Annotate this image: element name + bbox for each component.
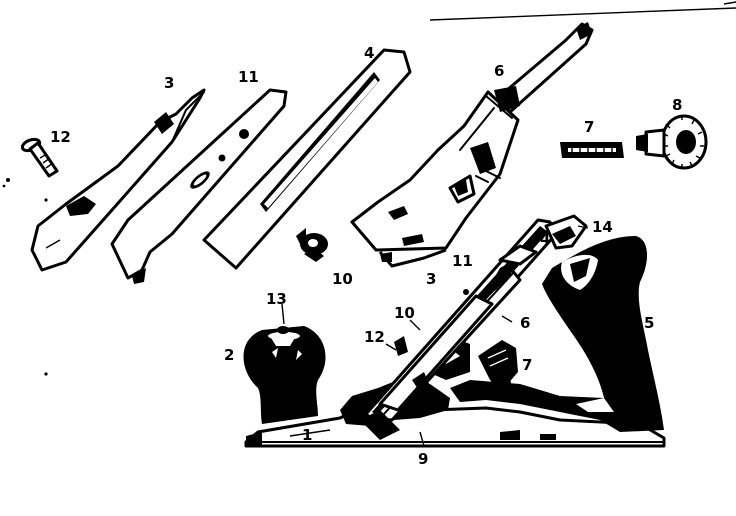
callout-10-top: 10 <box>332 270 353 288</box>
callout-2: 2 <box>224 346 234 364</box>
callout-14: 14 <box>592 218 613 236</box>
callout-12-top: 12 <box>50 128 71 146</box>
callout-5: 5 <box>644 314 654 332</box>
part-screw-12 <box>20 137 59 178</box>
callout-7-top: 7 <box>584 118 594 136</box>
callout-6-top: 6 <box>494 62 504 80</box>
callout-labels: 12 3 11 4 6 7 8 10 14 4 11 3 5 13 10 6 1… <box>50 44 682 468</box>
callout-9: 9 <box>418 450 428 468</box>
callout-1: 1 <box>302 426 312 444</box>
callout-8-top: 8 <box>672 96 682 114</box>
callout-11-top: 11 <box>238 68 259 86</box>
frame-edge <box>429 1 736 21</box>
callout-7-bottom: 7 <box>522 356 532 374</box>
assembled-plane <box>243 214 666 448</box>
callout-12-bottom: 12 <box>364 328 385 346</box>
callout-4-bottom: 4 <box>540 230 550 248</box>
callout-10-bottom: 10 <box>394 304 415 322</box>
part-threaded-rod-7 <box>560 142 624 158</box>
part-plane-iron-4 <box>202 48 412 270</box>
callout-11-bottom: 11 <box>452 252 473 270</box>
callout-8-bottom: 8 <box>522 384 532 402</box>
callout-6-bottom: 6 <box>520 314 530 332</box>
part-frog-6 <box>350 22 594 268</box>
leader-lines <box>281 225 589 447</box>
callout-3-bottom: 3 <box>426 270 436 288</box>
callout-3-top: 3 <box>164 74 174 92</box>
print-specks <box>2 178 48 376</box>
part-cap-iron-3 <box>30 88 206 272</box>
part-adjusting-nut-10 <box>296 228 328 262</box>
callout-13: 13 <box>266 290 287 308</box>
callout-4-top: 4 <box>364 44 374 62</box>
part-adjusting-knob-8 <box>636 114 708 170</box>
part-lever-cap-11 <box>110 88 288 284</box>
